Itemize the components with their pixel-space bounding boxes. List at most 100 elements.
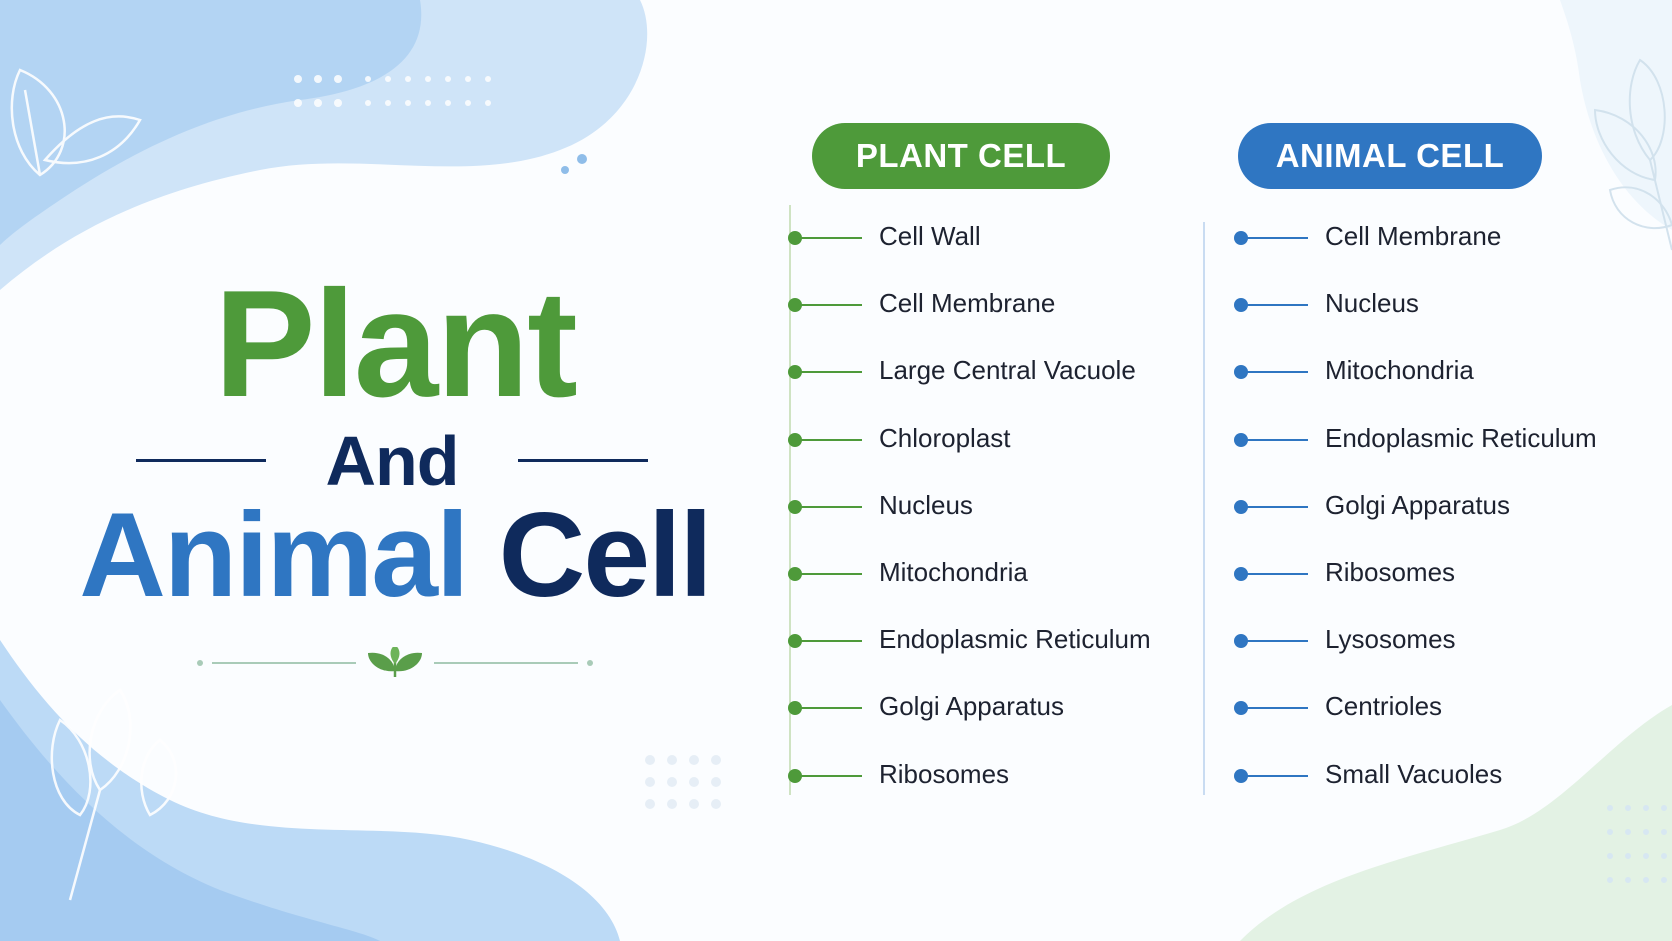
animal-cell-list: Cell Membrane Nucleus Mitochondria Endop…: [1234, 205, 1654, 810]
list-item: Cell Membrane: [1234, 205, 1654, 272]
plant-cell-list: Cell Wall Cell Membrane Large Central Va…: [788, 205, 1208, 810]
organelle-label: Nucleus: [879, 489, 973, 520]
animal-column-rail: [1203, 222, 1205, 795]
list-item: Chloroplast: [788, 407, 1208, 474]
bullet-dot: [1234, 432, 1248, 447]
title-cell: Cell: [498, 488, 713, 622]
list-item: Small Vacuoles: [1234, 743, 1654, 810]
organelle-label: Cell Membrane: [1325, 221, 1502, 251]
organelle-label: Chloroplast: [879, 422, 1011, 453]
blob-bottom-right: [1240, 705, 1672, 941]
bullet-dot: [788, 365, 802, 380]
animal-cell-header: ANIMAL CELL: [1238, 123, 1542, 189]
bullet-dot: [1234, 298, 1248, 313]
organelle-label: Golgi Apparatus: [1325, 489, 1511, 520]
bullet-connector: [1246, 237, 1308, 239]
bullet-dot: [788, 566, 802, 581]
bullet-connector: [1246, 707, 1308, 710]
bullet-connector: [800, 237, 862, 239]
bullet-connector: [800, 371, 862, 374]
organelle-label: Cell Wall: [879, 221, 981, 251]
bullet-connector: [800, 774, 862, 777]
list-item: Mitochondria: [1234, 339, 1654, 406]
organelle-label: Cell Membrane: [879, 288, 1056, 319]
bullet-connector: [1246, 438, 1308, 441]
bullet-connector: [800, 640, 862, 643]
organelle-label: Nucleus: [1325, 288, 1419, 319]
list-item: Endoplasmic Reticulum: [1234, 407, 1654, 474]
bullet-connector: [800, 304, 862, 307]
organelle-label: Lysosomes: [1325, 624, 1456, 655]
bullet-dot: [788, 768, 802, 783]
list-item: Golgi Apparatus: [1234, 474, 1654, 541]
bullet-dot: [788, 432, 802, 447]
list-item: Nucleus: [788, 474, 1208, 541]
list-item: Endoplasmic Reticulum: [788, 608, 1208, 675]
leaf-divider: [197, 647, 593, 677]
list-item: Ribosomes: [788, 743, 1208, 810]
dot-grid-bottom-center: [645, 755, 721, 809]
list-item: Lysosomes: [1234, 608, 1654, 675]
plant-cell-header: PLANT CELL: [812, 123, 1110, 189]
organelle-label: Large Central Vacuole: [879, 355, 1136, 386]
bullet-dot: [788, 231, 802, 245]
plant-column-rail: [789, 205, 791, 795]
organelle-label: Mitochondria: [879, 556, 1028, 587]
organelle-label: Ribosomes: [879, 758, 1010, 789]
divider-dot-left: [197, 660, 203, 666]
organelle-label: Ribosomes: [1325, 556, 1456, 587]
organelle-label: Mitochondria: [1325, 355, 1474, 386]
bullet-connector: [1246, 371, 1308, 374]
blob-top-left-inner: [0, 0, 422, 245]
bullet-dot: [788, 298, 802, 313]
bullet-connector: [1246, 774, 1308, 777]
bullet-dot: [1234, 634, 1248, 649]
list-item: Mitochondria: [788, 541, 1208, 608]
dot-grid-top: [294, 75, 491, 107]
bullet-dot: [788, 499, 802, 514]
bullet-connector: [1246, 640, 1308, 643]
organelle-label: Endoplasmic Reticulum: [1325, 422, 1597, 453]
bullet-connector: [1246, 304, 1308, 307]
leaf-outline-icon: [10, 68, 142, 177]
bullet-dot: [1234, 231, 1248, 245]
title-plant: Plant: [214, 259, 578, 429]
bullet-dot: [1234, 566, 1248, 581]
leaf-outline-icon: [1593, 58, 1672, 251]
list-item: Golgi Apparatus: [788, 675, 1208, 742]
title-animal-cell: Animal Cell: [0, 495, 790, 615]
title-animal: Animal: [79, 488, 469, 622]
bullet-connector: [1246, 505, 1308, 508]
list-item: Nucleus: [1234, 272, 1654, 339]
bullet-connector: [800, 505, 862, 508]
bullet-connector: [800, 572, 862, 575]
list-item: Large Central Vacuole: [788, 339, 1208, 406]
bullet-dot: [1234, 768, 1248, 783]
list-item: Ribosomes: [1234, 541, 1654, 608]
bullet-connector: [800, 707, 862, 710]
leaf-outline-icon: [50, 688, 178, 901]
divider-dot-right: [587, 660, 593, 666]
list-item: Cell Membrane: [788, 272, 1208, 339]
bullet-dot: [1234, 499, 1248, 514]
title-rule-left: [136, 459, 266, 462]
organelle-label: Centrioles: [1325, 691, 1443, 722]
bullet-dot: [1234, 701, 1248, 716]
list-item: Centrioles: [1234, 675, 1654, 742]
bullet-connector: [800, 438, 862, 441]
bullet-dot: [788, 634, 802, 649]
bullet-dot: [788, 701, 802, 716]
blob-bottom-left-inner: [0, 700, 380, 941]
title-and: And: [325, 422, 459, 500]
dot-grid-bottom-right: [1607, 805, 1667, 883]
bullet-dot: [1234, 365, 1248, 380]
dot-pair: [561, 154, 587, 174]
list-item: Cell Wall: [788, 205, 1208, 272]
organelle-label: Small Vacuoles: [1325, 758, 1503, 789]
title-rule-right: [518, 459, 648, 462]
organelle-label: Endoplasmic Reticulum: [879, 624, 1151, 655]
organelle-label: Golgi Apparatus: [879, 691, 1065, 722]
bullet-connector: [1246, 572, 1308, 575]
